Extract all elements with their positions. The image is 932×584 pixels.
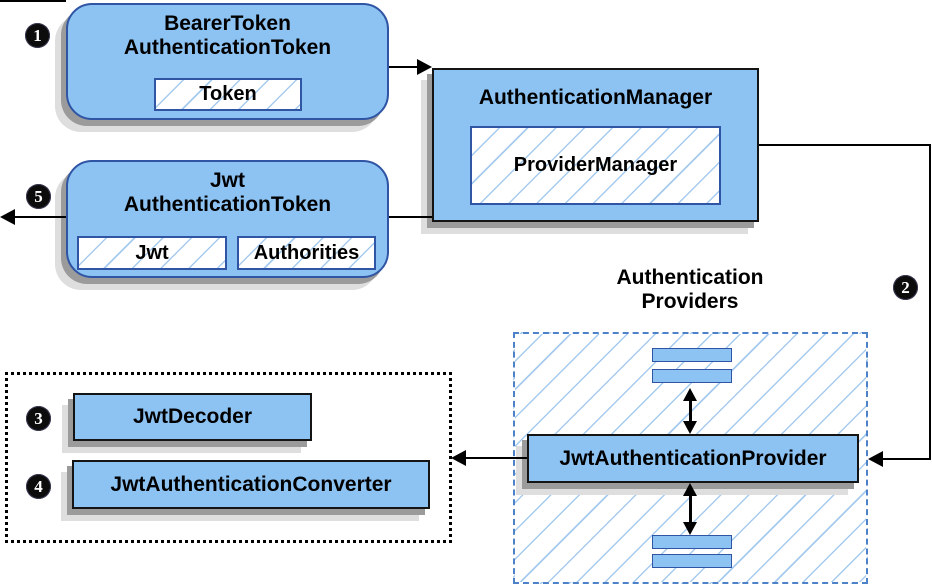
bearer-token-title-line2: AuthenticationToken [123, 36, 332, 59]
authentication-manager-title: AuthenticationManager [478, 86, 713, 109]
authentication-providers-label: Authentication Providers [588, 266, 792, 314]
step-2-line-horizontal-top [759, 144, 931, 146]
provider-placeholder-bar [652, 348, 732, 362]
provider-collaborators-container: 3 JwtDecoder 4 JwtAuthenticationConverte… [5, 372, 452, 543]
bearer-token-node-title: BearerToken AuthenticationToken [68, 5, 387, 60]
step-3-badge: 3 [26, 406, 51, 431]
provider-placeholder-bar [652, 535, 732, 549]
step-2-badge: 2 [893, 275, 918, 300]
step-4-badge: 4 [26, 474, 51, 499]
provider-to-collaborators-arrowhead-icon [451, 450, 466, 466]
jwt-field: Jwt [77, 236, 227, 270]
authentication-manager-node: AuthenticationManager ProviderManager [432, 68, 759, 222]
bidirectional-arrow-icon [678, 388, 702, 434]
bearer-to-manager-line [389, 66, 419, 68]
jwt-token-title-line2: AuthenticationToken [123, 193, 332, 216]
bearer-to-manager-arrowhead-icon [417, 59, 432, 75]
jwt-decoder-node: JwtDecoder [73, 393, 312, 441]
jwt-token-node-title: Jwt AuthenticationToken [68, 162, 387, 217]
incoming-request-line [0, 0, 66, 2]
bidirectional-arrow-icon [678, 483, 702, 535]
step-2-arrowhead-icon [868, 451, 883, 467]
jwt-authentication-provider-node: JwtAuthenticationProvider [527, 434, 859, 483]
jwt-token-title-line1: Jwt [209, 169, 245, 192]
provider-to-collaborators-line [465, 457, 527, 459]
step-5-badge: 5 [26, 184, 51, 209]
step-1-badge: 1 [25, 23, 50, 48]
provider-placeholder-bar [652, 554, 732, 568]
authentication-providers-label-line2: Providers [641, 290, 739, 313]
jwt-authentication-token-node: Jwt AuthenticationToken Jwt Authorities [66, 160, 389, 278]
outgoing-result-line [12, 216, 66, 218]
outgoing-result-arrowhead-icon [0, 209, 15, 225]
bearer-token-title-line1: BearerToken [164, 12, 291, 35]
jwt-authentication-converter-node: JwtAuthenticationConverter [72, 460, 430, 509]
authentication-providers-label-line1: Authentication [616, 266, 764, 289]
manager-to-jwt-token-line [389, 216, 432, 218]
authorities-field: Authorities [237, 236, 376, 270]
authentication-providers-container: JwtAuthenticationProvider [513, 332, 868, 584]
provider-manager-field: ProviderManager [470, 126, 721, 205]
provider-placeholder-bar [652, 369, 732, 383]
step-2-line-vertical [929, 144, 931, 460]
bearer-token-authentication-token-node: BearerToken AuthenticationToken Token [66, 3, 389, 120]
token-field: Token [154, 78, 302, 111]
step-2-line-horizontal-bottom [883, 458, 931, 460]
